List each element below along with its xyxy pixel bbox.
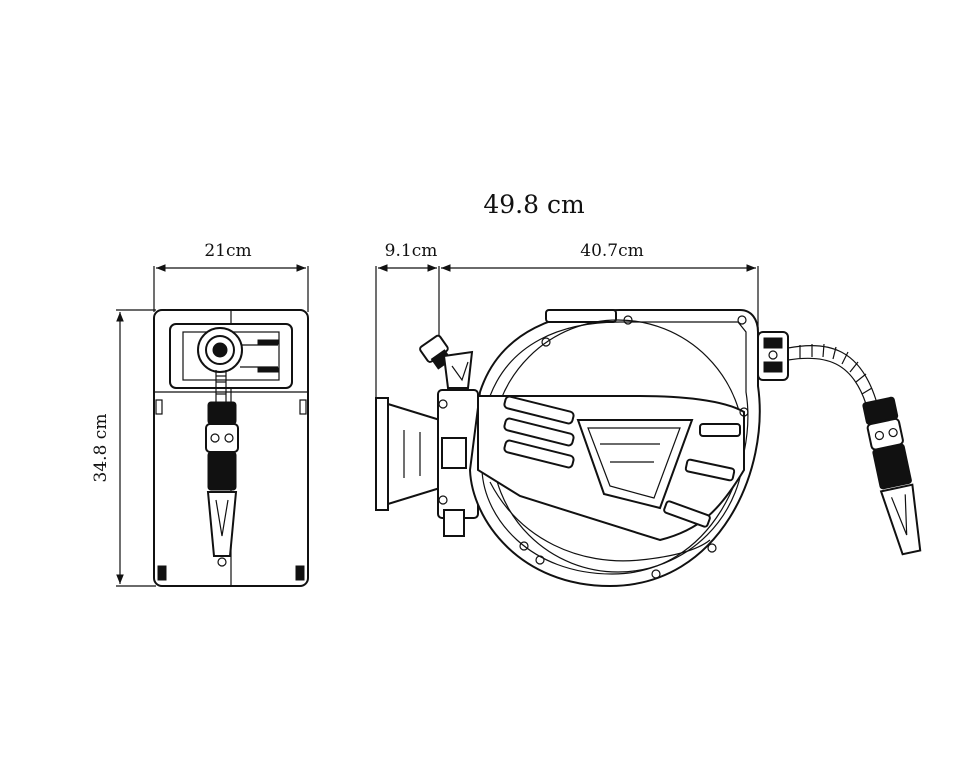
front-width-label: 21cm bbox=[204, 241, 251, 261]
body-width-label: 40.7cm bbox=[580, 241, 644, 261]
dimension-lines bbox=[116, 264, 759, 587]
front-view bbox=[153, 309, 309, 587]
height-label: 34.8 cm bbox=[91, 414, 111, 483]
bracket-depth-label: 9.1cm bbox=[385, 241, 438, 261]
total-width-label: 49.8 cm bbox=[483, 190, 585, 219]
side-view bbox=[375, 309, 922, 588]
